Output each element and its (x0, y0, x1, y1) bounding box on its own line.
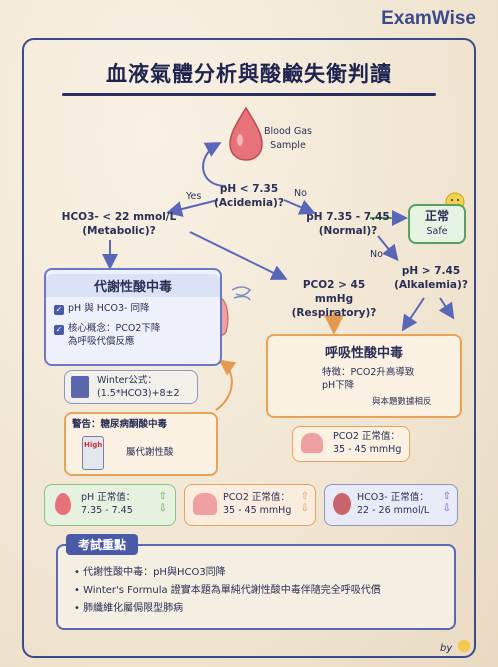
pco2-normal-value-label: PCO2 正常值： 35 - 45 mmHg (223, 492, 292, 516)
signature: by (440, 643, 453, 654)
blood-drop-icon (229, 106, 263, 161)
page-title: 血液氣體分析與酸鹼失衡判讀 (106, 61, 392, 86)
blood-drop-icon (55, 493, 71, 515)
up-down-arrows-icon: ⇧⇩ (442, 491, 451, 514)
start-label: Blood Gas Sample (264, 126, 312, 151)
calculator-icon (71, 376, 89, 398)
question-alkalemia: pH > 7.45 (Alkalemia)? (394, 265, 468, 291)
lungs-icon (301, 433, 323, 453)
key-points-box: 考試重點 • 代謝性酸中毒：pH與HCO3同降 • Winter's Formu… (56, 534, 456, 630)
pco2-normal-box: PCO2 正常值： 35 - 45 mmHg (292, 426, 410, 462)
warning-box: 警告：糖尿病酮酸中毒 High 屬代謝性酸 (64, 412, 218, 476)
metabolic-acidosis-card: 代謝性酸中毒 ✓pH 與 HCO3- 同降 ✓核心概念：PCO2下降 為呼吸代償… (44, 268, 222, 366)
hco3-normal-label: HCO3- 正常值： 22 - 26 mmol/L (357, 492, 430, 516)
key-points-title: 考試重點 (66, 534, 139, 555)
winter-label: Winter公式： (1.5*HCO3)+8±2 (97, 375, 180, 399)
pco2-normal-card: PCO2 正常值： 35 - 45 mmHg ⇧⇩ (184, 484, 316, 526)
yes-label: Yes (186, 191, 202, 202)
safe-box: 正常 Safe (408, 204, 466, 244)
ph-normal-card: pH 正常值： 7.35 - 7.45 ⇧⇩ (44, 484, 176, 526)
up-down-arrows-icon: ⇧⇩ (300, 491, 309, 514)
metabolic-title: 代謝性酸中毒 (46, 274, 220, 297)
check-icon: ✓ (54, 325, 64, 335)
kidney-icon (333, 493, 351, 515)
warning-text: 屬代謝性酸 (126, 447, 174, 458)
respiratory-note: 與本題數據相反 (372, 397, 432, 407)
key-point-1: • 代謝性酸中毒：pH與HCO3同降 (74, 567, 226, 578)
metabolic-point-2: ✓核心概念：PCO2下降 為呼吸代償反應 (54, 323, 161, 347)
question-hco3: HCO3- < 22 mmol/L (Metabolic)? (61, 211, 177, 237)
winter-formula-box: Winter公式： (1.5*HCO3)+8±2 (64, 370, 198, 404)
safe-title: 正常 (424, 209, 449, 223)
title-underline (62, 93, 436, 96)
content-frame (22, 38, 476, 658)
metabolic-point-1: ✓pH 與 HCO3- 同降 (54, 303, 150, 315)
question-normal: pH 7.35 - 7.45 (Normal)? (306, 211, 390, 237)
question-pco2: PCO2 > 45 mmHg (Respiratory)? (291, 279, 377, 319)
respiratory-acidosis-card: 呼吸性酸中毒 特徵：PCO2升高導致 pH下降 與本題數據相反 (266, 334, 462, 418)
pco2-normal-label: PCO2 正常值： 35 - 45 mmHg (333, 431, 402, 455)
no-label: No (294, 188, 307, 199)
ph-normal-label: pH 正常值： 7.35 - 7.45 (81, 492, 136, 516)
respiratory-title: 呼吸性酸中毒 (324, 346, 403, 361)
question-ph-low: pH < 7.35 (Acidemia)? (214, 183, 284, 209)
signature-logo-icon (458, 640, 470, 652)
brand-logo: ExamWise (381, 8, 476, 29)
up-down-arrows-icon: ⇧⇩ (158, 491, 167, 514)
glucose-meter-icon: High (82, 436, 104, 470)
lungs-icon (193, 493, 217, 515)
no-label-2: No (370, 249, 383, 260)
safe-sub: Safe (426, 226, 448, 237)
respiratory-feature: 特徵：PCO2升高導致 pH下降 (322, 367, 415, 391)
check-icon: ✓ (54, 305, 64, 315)
hco3-normal-card: HCO3- 正常值： 22 - 26 mmol/L ⇧⇩ (324, 484, 458, 526)
key-point-3: • 肺纖維化屬侷限型肺病 (74, 603, 184, 614)
key-point-2: • Winter's Formula 證實本題為單純代謝性酸中毒伴隨完全呼吸代償 (74, 585, 381, 596)
warning-title: 警告：糖尿病酮酸中毒 (72, 419, 168, 430)
